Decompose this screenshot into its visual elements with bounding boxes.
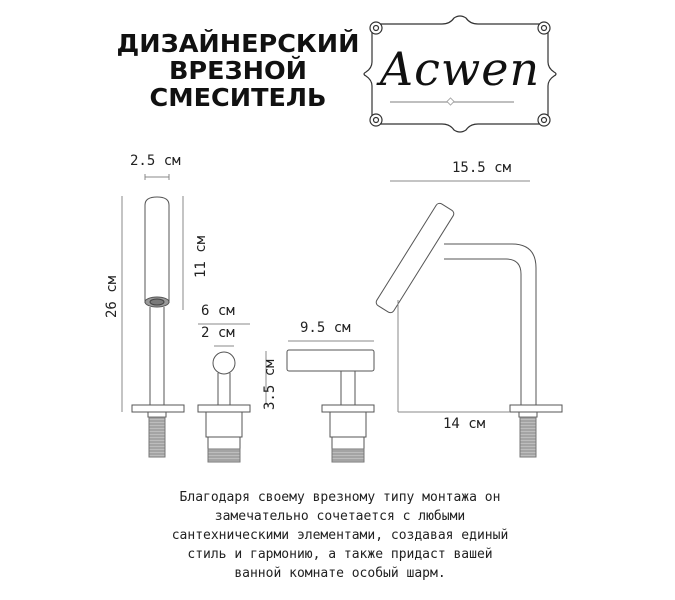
description-line: Благодаря своему врезному типу монтажа о…	[179, 490, 501, 505]
description-line: сантехническими элементами, создавая еди…	[171, 528, 509, 543]
mixer-drawing	[375, 202, 563, 458]
brand-name: Acwen	[379, 42, 541, 96]
dim-handle-width: 9.5 см	[300, 320, 351, 336]
dim-mixer-height: 14 см	[443, 416, 486, 432]
title-line-3: СМЕСИТЕЛЬ	[149, 83, 327, 112]
description-line: ванной комнате особый шарм.	[234, 566, 446, 581]
description-line: замечательно сочетается с любыми	[214, 509, 466, 524]
dim-lever-height: 3.5 см	[262, 359, 278, 410]
title-line-1: ДИЗАЙНЕРСКИЙ	[116, 29, 360, 58]
ornamental-frame-icon	[363, 15, 557, 133]
dim-lever-base-width: 6 см	[201, 303, 235, 319]
brand-logo: Acwen	[362, 14, 558, 134]
description-line: стиль и гармонию, а также придаст вашей	[187, 547, 493, 562]
title-line-2: ВРЕЗНОЙ	[168, 56, 308, 85]
lever-drawing	[197, 351, 251, 463]
handle-drawing	[286, 349, 375, 463]
dim-mixer-reach: 15.5 см	[452, 160, 512, 176]
spout-drawing	[131, 196, 185, 458]
dimension-lines	[121, 174, 530, 413]
product-title: ДИЗАЙНЕРСКИЙ ВРЕЗНОЙ СМЕСИТЕЛЬ	[116, 30, 361, 111]
dim-spout-diameter: 2.5 см	[130, 153, 181, 169]
dim-total-height: 26 см	[104, 275, 120, 318]
product-description: Благодаря своему врезному типу монтажа о…	[120, 488, 560, 583]
dim-lever-knob-diameter: 2 см	[201, 325, 235, 341]
dim-spout-length: 11 см	[193, 235, 209, 278]
